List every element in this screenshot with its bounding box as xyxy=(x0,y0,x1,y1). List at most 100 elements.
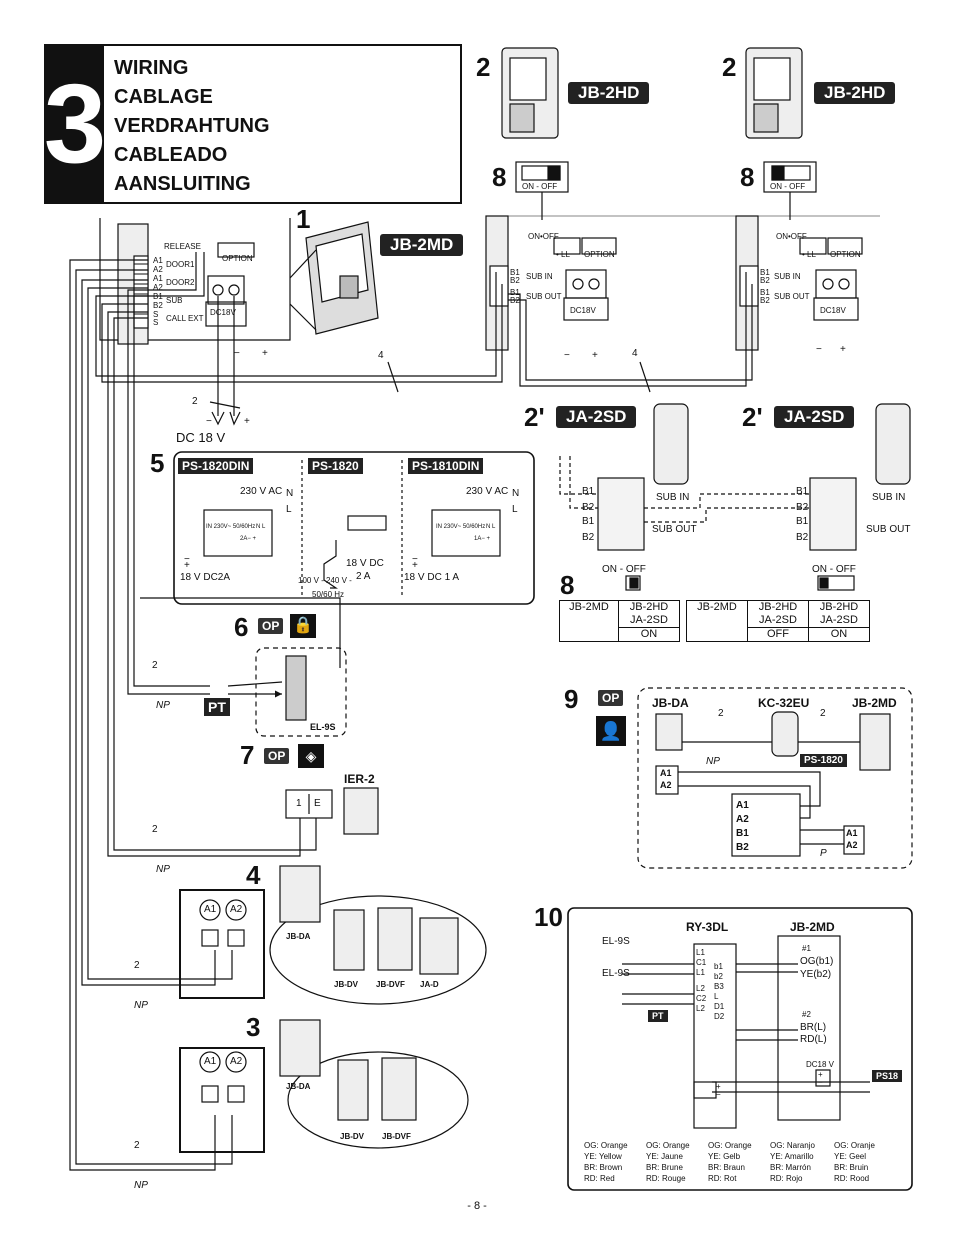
sub1-b1-out: B1 xyxy=(510,288,520,297)
s10-l2-2: L2 xyxy=(696,1004,705,1013)
s9-ps1820: PS-1820 xyxy=(800,754,847,767)
el9s-dashed-box xyxy=(255,647,347,737)
ds4-jbdvf: JB-DVF xyxy=(376,980,405,989)
ja2sd-l-b2-out: B2 xyxy=(582,532,595,543)
ds4-a1: A1 xyxy=(204,904,217,915)
ja2sd-image-left xyxy=(653,403,689,485)
label-door1: DOOR1 xyxy=(166,260,195,269)
term-a1-2: A1 xyxy=(153,274,163,283)
sub1-minus: − xyxy=(564,350,570,361)
sub2-minus: − xyxy=(816,344,822,355)
lock-np: NP xyxy=(156,700,170,711)
term-s: S xyxy=(153,310,159,319)
wire-count-4-right: 4 xyxy=(632,348,638,359)
s10-b2: b2 xyxy=(714,972,723,981)
marker-1: 1 xyxy=(296,204,311,234)
sub2-sub-in: SUB IN xyxy=(774,272,801,281)
marker-9: 9 xyxy=(564,684,579,714)
s10-b3: B3 xyxy=(714,982,724,991)
ds4-jbdv: JB-DV xyxy=(334,980,359,989)
marker-2p-left: 2' xyxy=(524,402,545,432)
s10-ps18: PS18 xyxy=(872,1070,903,1082)
ja2sd-tag-left: JA-2SD xyxy=(556,406,637,428)
s10-md-plus: + xyxy=(818,1070,823,1079)
title-aansluiting: AANSLUITING xyxy=(114,173,251,195)
table-switch-right: ON - OFF xyxy=(812,564,856,575)
sub1-option: OPTION xyxy=(584,250,615,259)
sub2-sub-out: SUB OUT xyxy=(774,292,810,301)
s9-kc32eu: KC-32EU xyxy=(758,696,810,710)
section-titles: WIRING CABLAGE VERDRAHTUNG CABLEADO AANS… xyxy=(114,54,270,199)
s10-l1: L1 xyxy=(696,948,705,957)
el9s-label: EL-9S xyxy=(310,722,336,732)
s9-jbda-a2: A2 xyxy=(660,780,672,790)
tr-value-on: ON xyxy=(808,627,870,642)
sub2-b1: B1 xyxy=(760,268,770,277)
label-sub: SUB xyxy=(166,296,183,305)
tr-jb2hd: JB-2HD xyxy=(758,601,798,613)
legend-es-og: OG: Naranjo xyxy=(770,1141,815,1150)
doorstation4-terminals xyxy=(179,889,265,999)
tr-jb2hd-2: JB-2HD xyxy=(819,601,859,613)
wire-count-4-left: 4 xyxy=(378,350,384,361)
legend-de-br: BR: Braun xyxy=(708,1163,745,1172)
marker-7: 7 xyxy=(240,740,255,770)
section-header: 3 WIRING CABLAGE VERDRAHTUNG CABLEADO AA… xyxy=(44,44,462,204)
s10-el9s-1: EL-9S xyxy=(602,936,630,947)
s10-b1: b1 xyxy=(714,962,723,971)
legend-en-og: OG: Orange xyxy=(584,1141,628,1150)
marker-2p-right: 2' xyxy=(742,402,763,432)
s9-kc32eu-image xyxy=(771,711,799,757)
legend-nl-og: OG: Oranje xyxy=(834,1141,875,1150)
legend-en: OG: Orange YE: Yellow BR: Brown RD: Red xyxy=(584,1140,628,1184)
ja2sd-l-b2: B2 xyxy=(582,502,595,513)
s10-n2: #2 xyxy=(802,1010,811,1019)
legend-nl-br: BR: Bruin xyxy=(834,1163,869,1172)
tl-ja2sd: JA-2SD xyxy=(630,614,668,626)
sub2-dc18v: DC18V xyxy=(820,306,846,315)
ja2sd-r-b1-out: B1 xyxy=(796,516,809,527)
lock-icon: 🔒 xyxy=(290,614,316,638)
lock-wire-count: 2 xyxy=(152,660,158,671)
sub1-b2: B2 xyxy=(510,276,520,285)
s9-kc-a2: A2 xyxy=(736,814,749,825)
s10-ry-minus: − xyxy=(716,1090,721,1099)
s10-br: BR(L) xyxy=(800,1022,827,1033)
s9-kc32eu-terminals xyxy=(731,793,801,857)
ds3-jbdv: JB-DV xyxy=(340,1132,365,1141)
ps1810din-dc: 18 V DC 1 A xyxy=(404,572,460,583)
sub2-plus: + xyxy=(840,344,846,355)
ps1810din-minus: − xyxy=(412,554,418,565)
tl-jb2hd: JB-2HD xyxy=(629,601,669,613)
s10-ry-plus: + xyxy=(716,1082,721,1091)
ds3-np: NP xyxy=(134,1180,148,1191)
ier2-label: IER-2 xyxy=(344,772,375,786)
ps1820din-tag: PS-1820DIN xyxy=(178,458,254,474)
ps1810din-l: L xyxy=(512,504,518,515)
ps1810din-out: 1A− + xyxy=(474,536,491,542)
ds3-jbda: JB-DA xyxy=(286,1082,311,1091)
ds3-jbdvf: JB-DVF xyxy=(382,1132,411,1141)
s9-wire-2b: 2 xyxy=(820,708,826,719)
section-number: 3 xyxy=(44,46,106,202)
term-a2: A2 xyxy=(153,265,163,274)
legend-es-ye: YE: Amarillo xyxy=(770,1152,814,1161)
s10-rd: RD(L) xyxy=(800,1034,827,1045)
ps1820-dc: 18 V DC xyxy=(346,558,384,569)
term-b1: B1 xyxy=(153,292,163,301)
plus-master: + xyxy=(262,348,268,359)
ps1820-plug xyxy=(323,540,338,589)
el9s-lock-image xyxy=(285,655,307,721)
s10-l2: L2 xyxy=(696,984,705,993)
s10-c1: C1 xyxy=(696,958,707,967)
ja2sd-image-right xyxy=(875,403,911,485)
ja2sd-tag-right: JA-2SD xyxy=(774,406,855,428)
tl-value: ON xyxy=(618,627,680,642)
term-a1: A1 xyxy=(153,256,163,265)
ps1810din-n: N xyxy=(512,488,520,499)
ja2sd-l-sub-in: SUB IN xyxy=(656,492,690,503)
jb2hd-tag-left: JB-2HD xyxy=(568,82,650,104)
